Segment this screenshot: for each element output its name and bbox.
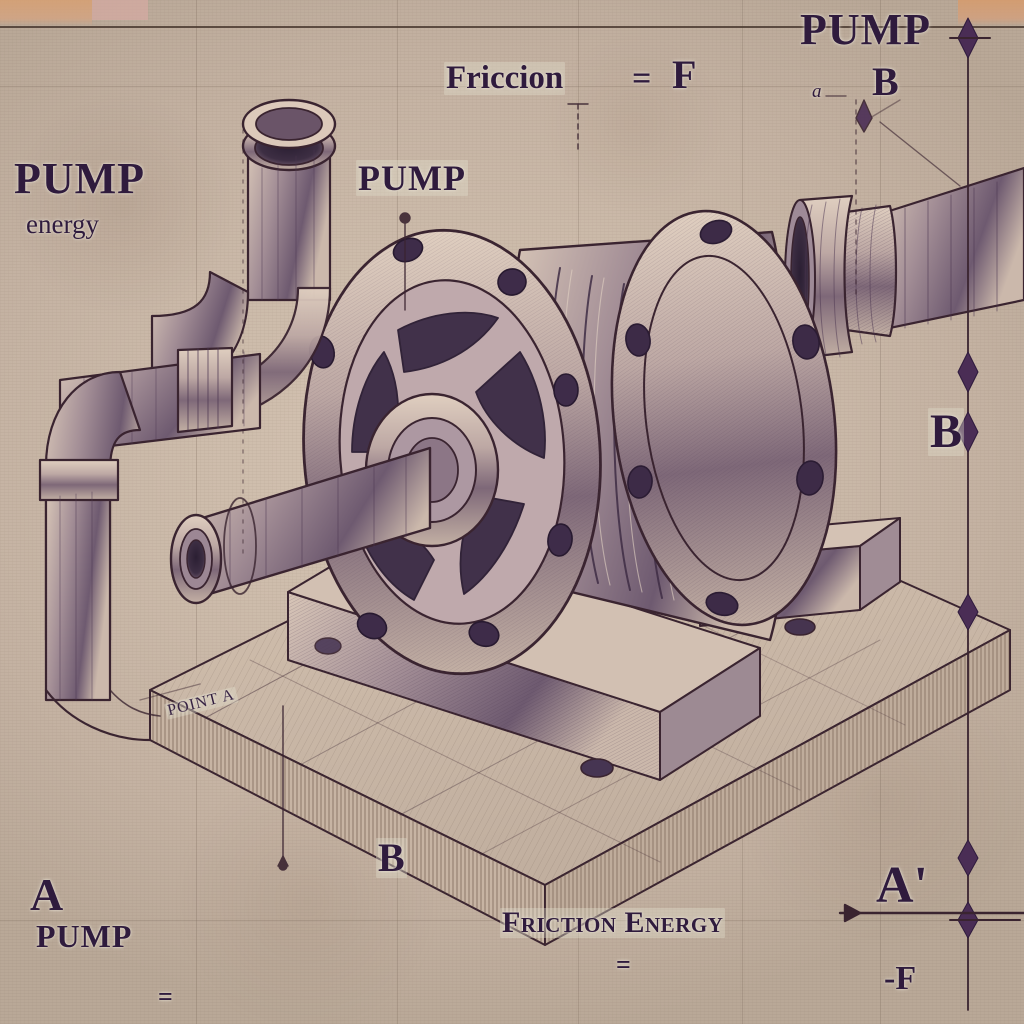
discharge-pipe xyxy=(784,166,1024,360)
label-friction-term: Friccion xyxy=(444,60,566,96)
top-pink-mark xyxy=(92,0,148,20)
label-pump-energy-sub: energy xyxy=(26,209,99,239)
rear-flange-disc xyxy=(610,209,838,627)
label-bottom-left-A: A xyxy=(30,869,64,920)
label-friction-energy-equals: = xyxy=(616,950,631,979)
label-friction-equals: = xyxy=(632,60,652,97)
bottom-baseline xyxy=(838,903,1024,923)
label-pump-energy-title: PUMP xyxy=(14,154,146,203)
label-a-prime: A' xyxy=(876,857,928,914)
drive-shaft xyxy=(169,446,432,605)
leader-lines xyxy=(139,95,961,871)
label-base-dimension-B: B xyxy=(376,835,407,880)
label-right-dimension-B: B xyxy=(928,405,965,458)
label-negative-F: -F xyxy=(884,960,917,997)
right-dimension-line xyxy=(949,17,1021,1011)
label-tick-a: a xyxy=(812,81,822,102)
suction-pipe xyxy=(38,98,337,742)
top-left-orange-mark xyxy=(0,0,92,26)
grid-line-vertical xyxy=(880,0,881,1024)
label-top-right-pump: PUMP xyxy=(800,5,932,54)
label-friction-value-F: F xyxy=(672,52,697,97)
label-pump-center: PUMP xyxy=(356,158,468,198)
top-border-rule xyxy=(0,26,1024,28)
grid-line-vertical xyxy=(196,0,197,1024)
label-top-right-B: B xyxy=(872,59,899,104)
label-bottom-left-pump: PUMP xyxy=(36,918,133,954)
grid-line-horizontal xyxy=(0,86,1024,87)
label-friction-energy: Friction Energy xyxy=(500,906,726,939)
label-bottom-left-equals: = xyxy=(158,982,173,1011)
